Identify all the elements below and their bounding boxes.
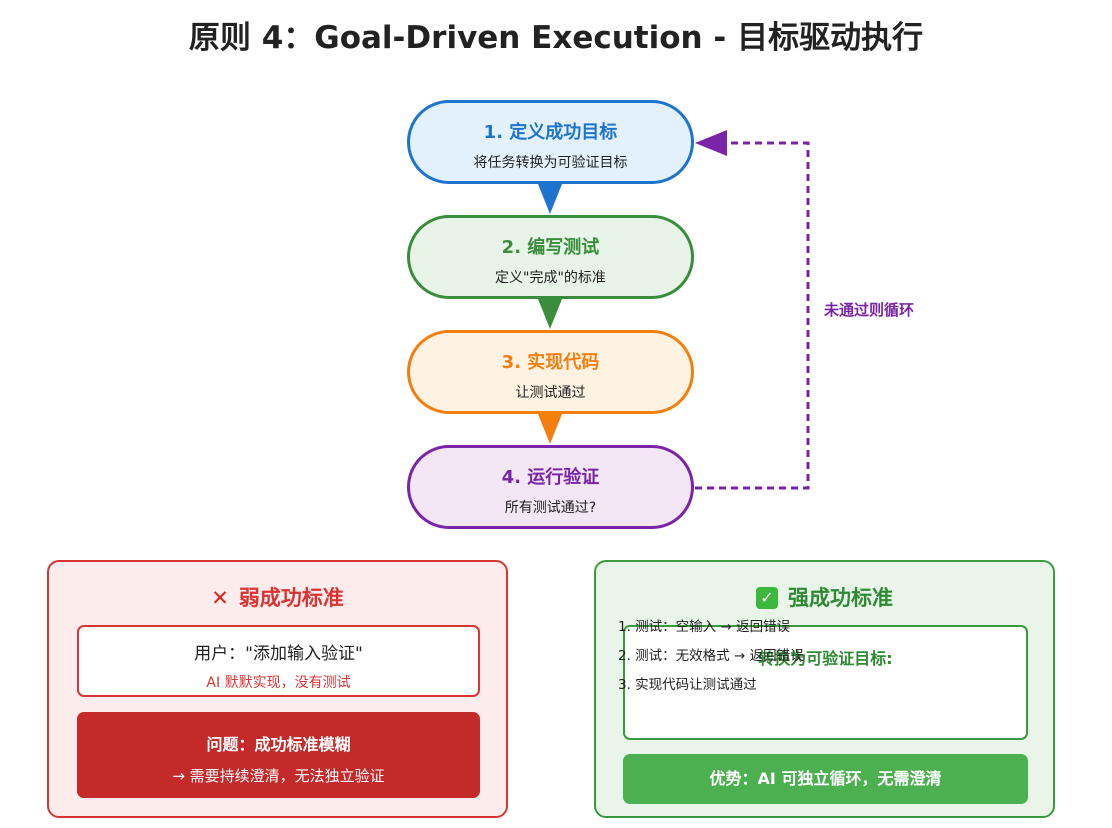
- problem-title: 问题：成功标准模糊: [206, 735, 351, 754]
- cross-mark-icon: ✕: [211, 586, 229, 610]
- flow-step-subtitle: 将任务转换为可验证目标: [473, 155, 628, 171]
- flow-step-subtitle: 所有测试通过?: [504, 500, 597, 516]
- strong-heading: ✓ 强成功标准: [596, 582, 1053, 612]
- flow-step-verify: 4. 运行验证 所有测试通过?: [407, 445, 694, 529]
- loop-back-arrowhead: [695, 130, 727, 156]
- flow-step-subtitle: 让测试通过: [515, 385, 586, 401]
- flow-step-title: 4. 运行验证: [501, 467, 600, 488]
- strong-heading-label: 强成功标准: [788, 586, 893, 610]
- arrow-3-4: [538, 414, 562, 444]
- arrow-2-3: [538, 299, 562, 329]
- problem-subtitle: → 需要持续澄清，无法独立验证: [172, 767, 385, 785]
- list-item: 1. 测试：空输入 → 返回错误: [618, 619, 791, 635]
- arrow-1-2: [538, 184, 562, 214]
- page-title: 原则 4：Goal-Driven Execution - 目标驱动执行: [188, 20, 924, 56]
- weak-heading: ✕ 弱成功标准: [49, 582, 506, 612]
- check-mark-icon: ✓: [756, 587, 778, 609]
- flow-step-title: 1. 定义成功目标: [483, 122, 618, 143]
- weak-example-box: 用户："添加输入验证" AI 默默实现，没有测试: [77, 625, 480, 697]
- verifiable-steps-list: 1. 测试：空输入 → 返回错误 2. 测试：无效格式 → 返回错误 3. 实现…: [618, 618, 804, 705]
- flow-step-title: 3. 实现代码: [501, 352, 600, 373]
- weak-heading-label: 弱成功标准: [238, 586, 344, 610]
- list-item: 3. 实现代码让测试通过: [618, 677, 757, 693]
- flow-step-define-goal: 1. 定义成功目标 将任务转换为可验证目标: [407, 100, 694, 184]
- flow-connectors: [538, 130, 810, 490]
- flow-step-write-tests: 2. 编写测试 定义"完成"的标准: [407, 215, 694, 299]
- advantage-banner: 优势：AI 可独立循环，无需澄清: [623, 754, 1028, 804]
- weak-problem-box: 问题：成功标准模糊 → 需要持续澄清，无法独立验证: [77, 712, 480, 798]
- strong-example-box: 转换为可验证目标:: [623, 625, 1028, 740]
- strong-criteria-panel: ✓ 强成功标准 转换为可验证目标: 1. 测试：空输入 → 返回错误 2. 测试：…: [594, 560, 1055, 818]
- flow-step-subtitle: 定义"完成"的标准: [495, 270, 606, 286]
- flow-step-title: 2. 编写测试: [501, 237, 600, 258]
- weak-criteria-panel: ✕ 弱成功标准 用户："添加输入验证" AI 默默实现，没有测试 问题：成功标准模…: [47, 560, 508, 818]
- loop-label: 未通过则循环: [824, 301, 915, 319]
- ai-behavior-text: AI 默默实现，没有测试: [206, 675, 351, 691]
- user-request-text: 用户："添加输入验证": [194, 644, 363, 664]
- strong-box-title: 转换为可验证目标:: [758, 649, 893, 668]
- loop-back-line: [695, 141, 810, 490]
- flow-step-implement: 3. 实现代码 让测试通过: [407, 330, 694, 414]
- list-item: 2. 测试：无效格式 → 返回错误: [618, 648, 804, 664]
